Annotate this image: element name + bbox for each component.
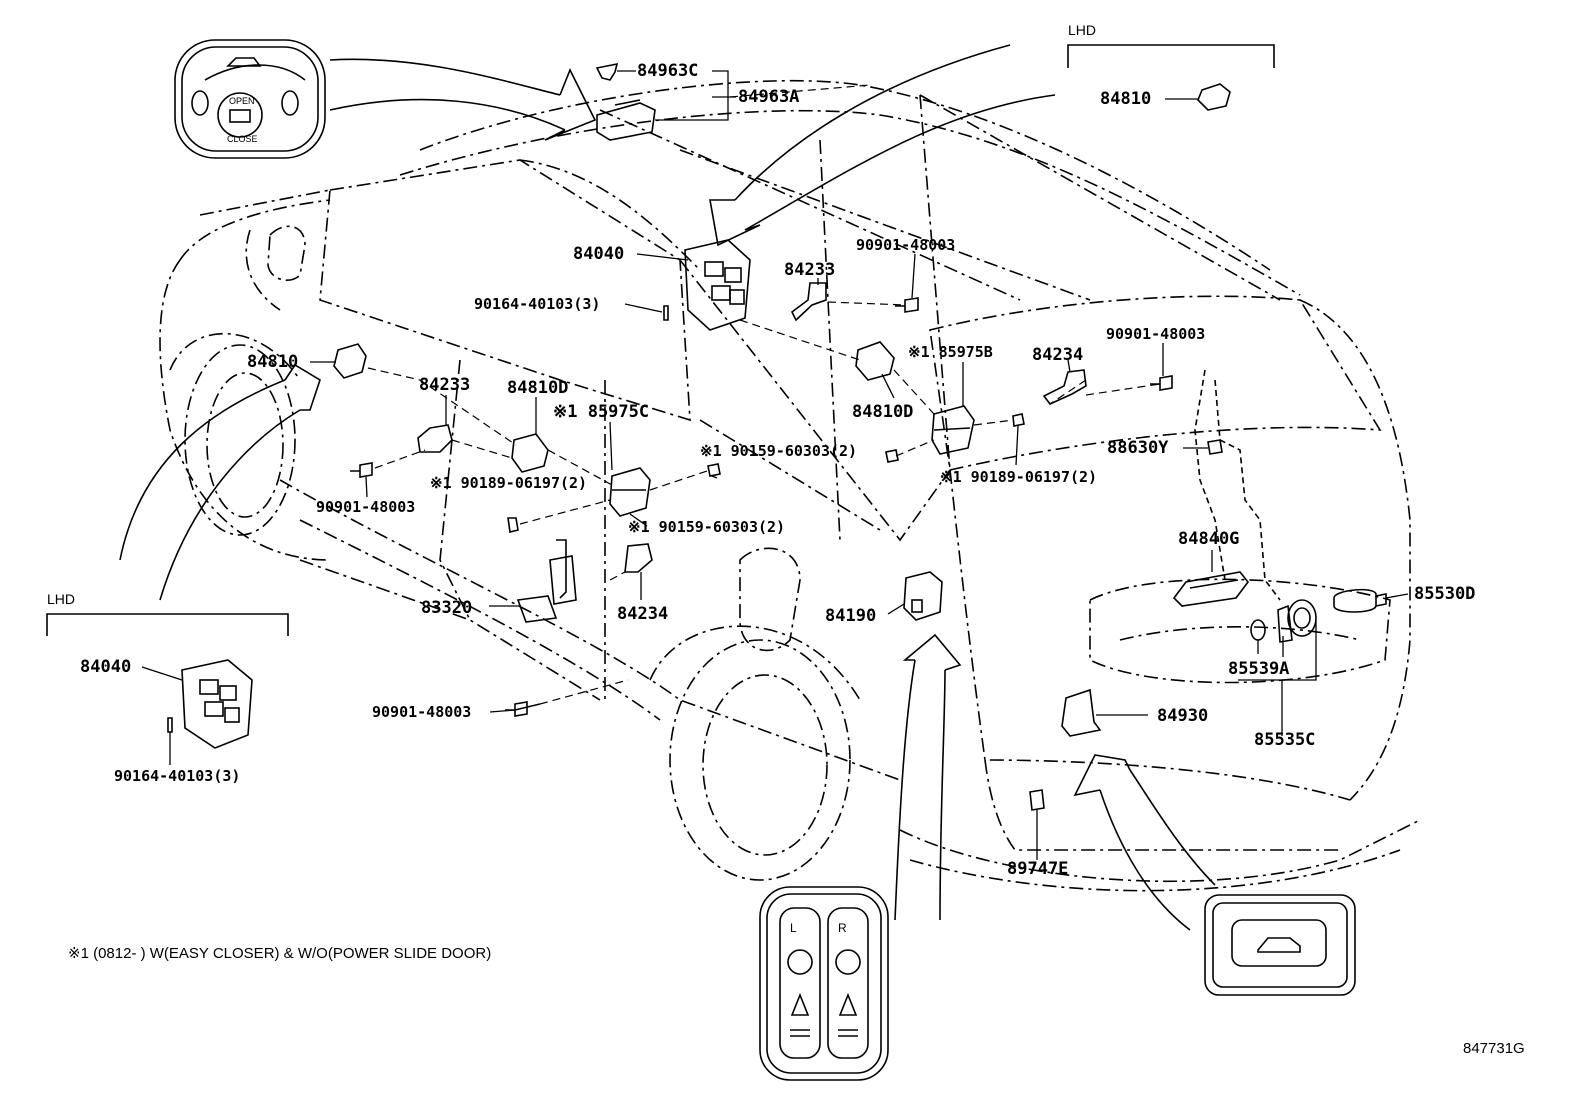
label-84963C: 84963C: [637, 61, 699, 81]
label-190159-60303-a: ※1 90159-60303(2): [700, 442, 858, 460]
arrow-to-back-door-switch: [1073, 754, 1216, 931]
arrow-to-master-switch: [709, 44, 1056, 247]
lhd-top-bracket: [1067, 44, 1275, 68]
part-88630Y-shape: [1207, 439, 1223, 455]
label-84810-lhd: 84810: [1100, 89, 1152, 109]
seat-switch-panel-inset: [759, 886, 889, 1081]
label-185975B: ※1 85975B: [908, 343, 993, 361]
part-84040-lhd-shape: [181, 659, 253, 749]
part-84040-top-shape: [684, 239, 751, 331]
label-84840G: 84840G: [1178, 529, 1240, 549]
arrow-left-curved: [119, 363, 321, 601]
switch-open-text: OPEN: [229, 96, 255, 106]
part-84234-a-shape: [1042, 369, 1087, 405]
leader-lines: [141, 70, 1409, 860]
label-84810D-b: 84810D: [852, 402, 914, 422]
part-84840G-shape: [1172, 571, 1250, 607]
label-90901-48003-c: 90901-48003: [316, 498, 416, 516]
part-85530D-shape: [1333, 588, 1387, 613]
label-85535C: 85535C: [1254, 730, 1316, 750]
label-84190: 84190: [825, 606, 877, 626]
part-84810-left-shape: [333, 343, 367, 379]
connection-lines: [367, 84, 1161, 705]
label-90164-40103-b: 90164-40103(3): [114, 767, 241, 785]
lhd-left-bracket: [46, 613, 289, 636]
label-190189-06197-a: ※1 90189-06197(2): [430, 474, 588, 492]
label-190159-60303-b: ※1 90159-60303(2): [628, 518, 786, 536]
label-84040-lhd: 84040: [80, 657, 132, 677]
part-83320-shape: [516, 539, 577, 623]
label-84930: 84930: [1157, 706, 1209, 726]
label-90901-48003-d: 90901-48003: [372, 703, 472, 721]
label-90901-48003-b: 90901-48003: [1106, 325, 1206, 343]
lhd-top-label: LHD: [1068, 22, 1097, 38]
label-84040: 84040: [573, 244, 625, 264]
label-90164-40103-a: 90164-40103(3): [474, 295, 601, 313]
overhead-switch-panel-inset: [174, 39, 326, 159]
switch-left-letter: L: [790, 921, 797, 935]
label-84810D-a: 84810D: [507, 378, 569, 398]
label-85530D: 85530D: [1414, 584, 1476, 604]
label-83320: 83320: [421, 598, 473, 618]
part-84233-a-shape: [790, 282, 827, 322]
part-84810D-b-shape: [855, 341, 895, 381]
label-185975C: ※1 85975C: [553, 402, 650, 422]
part-84233-b-shape: [417, 424, 453, 453]
vehicle-body: [159, 79, 1421, 892]
part-84190-shape: [903, 571, 943, 621]
switch-right-letter: R: [838, 921, 847, 935]
part-85535C-shape: [1250, 599, 1317, 643]
diagram-id: 847731G: [1463, 1040, 1525, 1057]
label-84234-b: 84234: [617, 604, 669, 624]
label-90901-48003-a: 90901-48003: [856, 236, 956, 254]
part-84930-shape: [1061, 688, 1102, 737]
label-89747E: 89747E: [1007, 859, 1069, 879]
label-88630Y: 88630Y: [1107, 438, 1169, 458]
label-84234-a: 84234: [1032, 345, 1084, 365]
part-85975B-shape: [931, 405, 975, 455]
arrow-to-overhead-switch: [329, 58, 597, 141]
switch-close-text: CLOSE: [227, 134, 258, 144]
label-190189-06197-b: ※1 90189-06197(2): [940, 468, 1098, 486]
label-84233-b: 84233: [419, 375, 471, 395]
arrow-to-84190: [894, 633, 962, 921]
lhd-left-label: LHD: [47, 591, 76, 607]
footnote: ※1 (0812- ) W(EASY CLOSER) & W/O(POWER S…: [68, 945, 492, 962]
back-door-switch-inset: [1204, 894, 1356, 996]
part-84963A-shape: [596, 99, 656, 141]
label-84963A: 84963A: [738, 87, 800, 107]
part-89747E-shape: [1029, 789, 1045, 811]
part-84963C-shape: [595, 62, 619, 81]
part-85975C-shape: [609, 467, 651, 517]
part-84234-b-shape: [624, 543, 653, 573]
label-84810-left: 84810: [247, 352, 299, 372]
label-85539A: 85539A: [1228, 659, 1290, 679]
label-84233-a: 84233: [784, 260, 836, 280]
part-84810-top-shape: [1197, 83, 1231, 111]
rear-glass-edge: [1194, 369, 1281, 601]
part-84810D-a-shape: [511, 433, 549, 473]
